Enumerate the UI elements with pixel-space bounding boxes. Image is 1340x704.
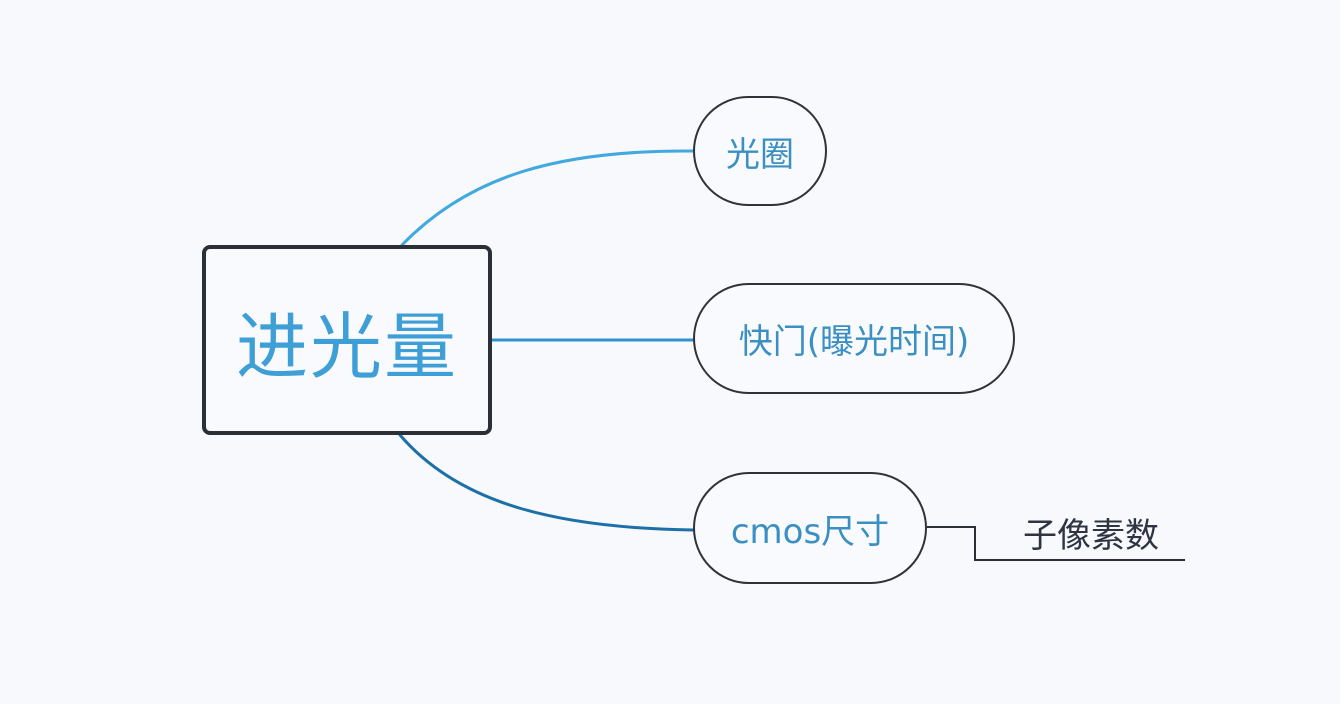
branch-node-shutter[interactable]: 快门(曝光时间): [693, 283, 1015, 394]
branch-label-shutter: 快门(曝光时间): [738, 322, 970, 362]
central-topic-label: 进光量: [235, 304, 458, 389]
branch-label-aperture: 光圈: [726, 134, 794, 175]
connector-sub-topic: [927, 526, 1185, 561]
connector-aperture: [400, 149, 695, 247]
connector-cmos: [398, 433, 695, 532]
branch-node-aperture[interactable]: 光圈: [693, 96, 827, 206]
central-topic-node[interactable]: 进光量: [202, 245, 492, 435]
branch-label-cmos: cmos尺寸: [730, 511, 890, 552]
branch-node-cmos[interactable]: cmos尺寸: [693, 472, 927, 584]
sub-topic-label[interactable]: 子像素数: [1023, 516, 1159, 556]
